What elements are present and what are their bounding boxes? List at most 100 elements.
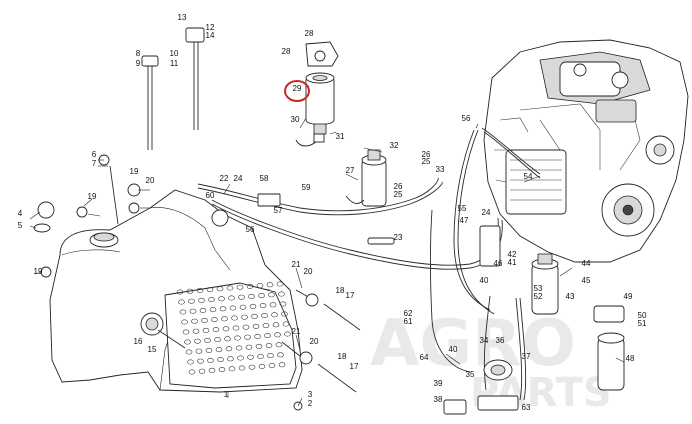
- grid-hole: [192, 328, 200, 334]
- grid-hole: [238, 365, 246, 371]
- grid-hole: [219, 306, 227, 312]
- callout-label-47: 47: [460, 216, 469, 225]
- grid-hole: [221, 316, 228, 322]
- grid-hole: [271, 312, 278, 318]
- callout-label-61: 61: [404, 317, 413, 326]
- callout-label-40: 40: [480, 276, 489, 285]
- grid-hole: [282, 321, 290, 327]
- callout-label-56: 56: [462, 114, 471, 123]
- callout-label-32: 32: [390, 141, 399, 150]
- grid-hole: [185, 349, 193, 355]
- grid-hole: [198, 297, 205, 303]
- grid-hole: [248, 293, 255, 299]
- grid-hole: [222, 326, 230, 332]
- fuel-pump: [477, 359, 519, 411]
- grid-hole: [195, 348, 203, 354]
- callout-label-30: 30: [291, 115, 300, 124]
- callout-label-6: 6: [92, 150, 97, 159]
- callout-label-55: 55: [458, 204, 467, 213]
- grid-hole: [278, 291, 285, 297]
- grid-hole: [256, 283, 264, 289]
- grid-hole: [262, 323, 270, 329]
- grid-hole: [251, 313, 258, 319]
- callout-label-29: 29: [293, 84, 302, 93]
- fuel-tank: [49, 189, 303, 393]
- callout-label-11: 11: [170, 59, 179, 68]
- grid-hole: [204, 337, 211, 343]
- callout-label-64: 64: [420, 353, 429, 362]
- callout-label-24: 24: [234, 174, 243, 183]
- grid-hole: [217, 357, 224, 363]
- grid-hole: [266, 282, 274, 288]
- grid-hole: [232, 325, 240, 331]
- grid-hole: [242, 324, 250, 330]
- callout-label-41: 41: [508, 258, 517, 267]
- callout-label-10: 10: [170, 49, 179, 58]
- grid-hole: [259, 303, 267, 309]
- grid-hole: [209, 307, 217, 313]
- leader-lines: [29, 117, 625, 407]
- callout-label-49: 49: [624, 292, 633, 301]
- grid-hole: [261, 313, 268, 319]
- callout-label-35: 35: [466, 370, 475, 379]
- callout-label-56: 56: [246, 225, 255, 234]
- callout-label-18: 18: [336, 286, 345, 295]
- callout-label-26: 26: [394, 182, 403, 191]
- grid-hole: [255, 343, 263, 349]
- callout-label-34: 34: [480, 336, 489, 345]
- callout-label-38: 38: [434, 395, 443, 404]
- callout-label-53: 53: [534, 284, 543, 293]
- grid-hole: [268, 292, 275, 298]
- grid-hole: [198, 368, 206, 374]
- grid-hole: [184, 339, 191, 345]
- grid-hole: [269, 302, 277, 308]
- grid-hole: [228, 366, 236, 372]
- grid-hole: [252, 323, 260, 329]
- secondary-filters: [531, 253, 625, 391]
- grid-hole: [179, 309, 187, 315]
- callout-label-16: 16: [134, 337, 143, 346]
- callout-label-54: 54: [524, 172, 533, 181]
- callout-label-19: 19: [34, 267, 43, 276]
- grid-hole: [264, 333, 271, 339]
- watermark: AGRO PARTS: [370, 307, 612, 416]
- engine-illustration: [483, 39, 689, 263]
- callout-label-42: 42: [508, 250, 517, 259]
- grid-hole: [254, 333, 261, 339]
- callout-label-45: 45: [582, 276, 591, 285]
- grid-hole: [228, 295, 235, 301]
- callout-label-17: 17: [346, 291, 355, 300]
- callout-label-20: 20: [146, 176, 155, 185]
- grid-hole: [196, 287, 204, 293]
- grid-hole: [229, 305, 237, 311]
- grid-hole: [246, 283, 254, 289]
- grid-hole: [237, 355, 244, 361]
- callout-label-24: 24: [482, 208, 491, 217]
- callout-label-5: 5: [18, 221, 23, 230]
- grid-hole: [281, 311, 288, 317]
- grid-hole: [205, 347, 213, 353]
- callout-label-60: 60: [206, 191, 215, 200]
- step-grid-holes: [176, 281, 291, 375]
- grid-hole: [274, 332, 281, 338]
- grid-hole: [188, 298, 195, 304]
- callout-label-46: 46: [494, 259, 503, 268]
- grid-hole: [277, 352, 284, 358]
- grid-hole: [206, 287, 214, 293]
- grid-hole: [181, 319, 188, 325]
- callout-label-15: 15: [148, 345, 157, 354]
- filter-assembly: [345, 149, 387, 207]
- grid-hole: [235, 345, 243, 351]
- callout-label-20: 20: [310, 337, 319, 346]
- grid-hole: [244, 334, 251, 340]
- callout-label-8: 8: [136, 49, 141, 58]
- callout-label-17: 17: [350, 362, 359, 371]
- grid-hole: [189, 308, 197, 314]
- grid-hole: [218, 367, 226, 373]
- callout-label-25: 25: [394, 190, 403, 199]
- callout-label-51: 51: [638, 319, 647, 328]
- grid-hole: [226, 285, 234, 291]
- grid-hole: [249, 303, 257, 309]
- grid-hole: [258, 363, 266, 369]
- callout-label-39: 39: [434, 379, 443, 388]
